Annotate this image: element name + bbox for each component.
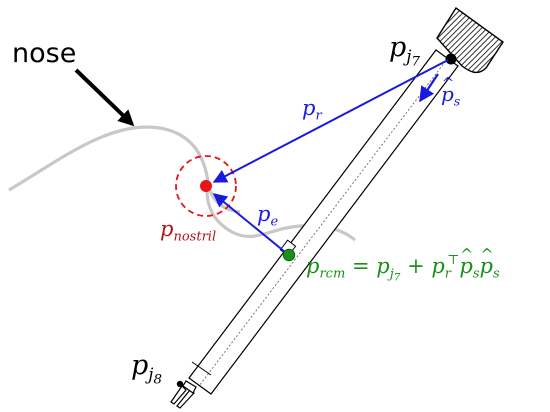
vector-pe-arrow [212,193,286,253]
label-p-j7: pj7 [389,32,421,70]
nostril-dashed-circle [175,155,237,217]
vector-pr-arrow [212,59,449,183]
nostril-point [200,180,212,192]
label-p-j8: pj8 [131,350,163,388]
tool-axis [198,57,449,387]
joint-j7-point [445,53,457,65]
label-p-r: pr [302,96,322,124]
nose-label: nose [12,38,77,69]
tool-shaft-joint [191,361,212,376]
label-p-nostril: pnostril [160,217,217,245]
nose-pointer-arrow [74,68,135,127]
label-p-e: pe [257,202,279,230]
label-p-s-hat: ps [441,76,460,108]
rcm-point [282,248,296,262]
joint-j8-point [176,380,184,388]
label-p-rcm-equation: prcm = pj7 + pr⊤psps [306,247,500,283]
nose-curve [8,125,241,214]
gripper-icon [170,380,197,409]
vector-ps-arrow [419,73,439,103]
